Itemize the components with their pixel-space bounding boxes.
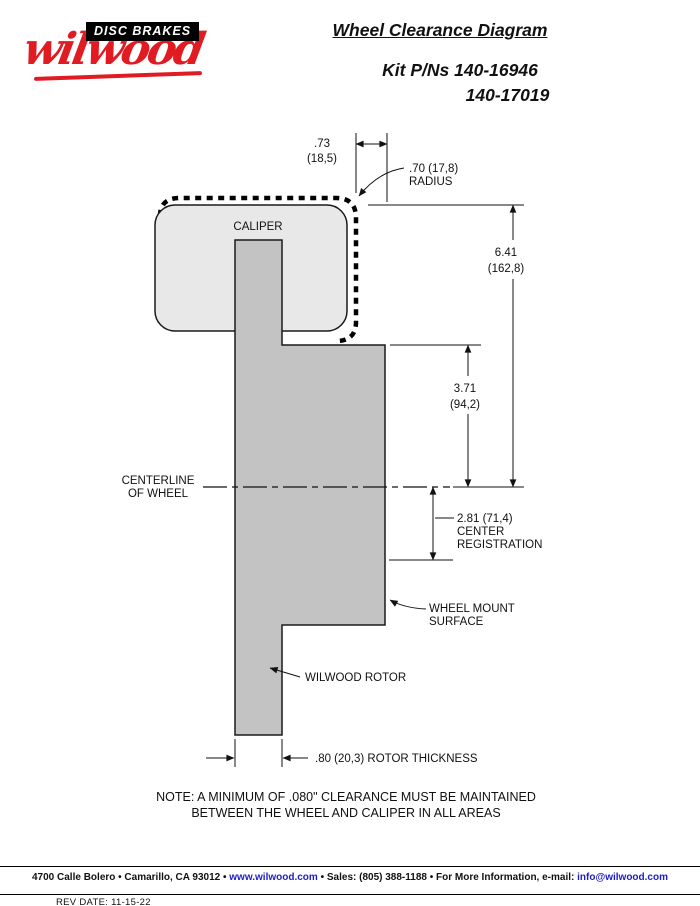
center-reg-label-line1: CENTER — [457, 526, 504, 538]
caliper-label: CALIPER — [233, 221, 282, 233]
dim-mid-mm: (94,2) — [450, 399, 480, 411]
dim-rotor-thickness: .80 (20,3) ROTOR THICKNESS — [206, 739, 478, 767]
centerline-label-line1: CENTERLINE — [122, 475, 195, 487]
note-line1: NOTE: A MINIMUM OF .080" CLEARANCE MUST … — [156, 790, 536, 804]
rotor-label: WILWOOD ROTOR — [305, 672, 406, 684]
note-line2: BETWEEN THE WHEEL AND CALIPER IN ALL ARE… — [191, 806, 500, 820]
wheel-mount-label-line2: SURFACE — [429, 616, 484, 628]
centerline-label-line2: OF WHEEL — [128, 488, 189, 500]
radius-label-line2: RADIUS — [409, 176, 453, 188]
email-link[interactable]: info@wilwood.com — [577, 872, 668, 883]
leader-arrow — [389, 599, 427, 610]
dim-overall-in: 6.41 — [495, 247, 517, 259]
footer-divider-top — [0, 866, 700, 867]
dim-mid-height: 3.71 (94,2) — [390, 344, 481, 488]
wheel-clearance-envelope — [157, 195, 359, 344]
website-link[interactable]: www.wilwood.com — [229, 872, 318, 883]
dim-overall-height: 6.41 (162,8) — [368, 204, 525, 488]
footer-address-part1: 4700 Calle Bolero • Camarillo, CA 93012 … — [32, 872, 227, 883]
dim-center-registration: 2.81 (71,4) CENTER REGISTRATION — [389, 486, 542, 561]
rev-date: REV DATE: 11-15-22 — [56, 897, 151, 906]
rotor-thickness-label: .80 (20,3) ROTOR THICKNESS — [315, 753, 478, 765]
dim-overall-mm: (162,8) — [488, 263, 525, 275]
footer-divider-bottom — [0, 894, 700, 895]
rev-date-label: REV DATE: — [56, 897, 109, 906]
leader-arrow — [269, 666, 301, 678]
leader-arrow — [358, 167, 405, 197]
wheel-mount-callout: WHEEL MOUNT SURFACE — [389, 599, 515, 628]
radius-label-line1: .70 (17,8) — [409, 163, 458, 175]
brand-tagline: DISC BRAKES — [86, 22, 200, 41]
rotor-callout: WILWOOD ROTOR — [269, 666, 406, 684]
footer-address-part2: • Sales: (805) 388-1188 • For More Infor… — [320, 872, 575, 883]
kit-number-line1: Kit P/Ns 140-16946 — [382, 60, 538, 80]
footer-address: 4700 Calle Bolero • Camarillo, CA 93012 … — [0, 872, 700, 883]
dim-caliper-overhang: .73 (18,5) — [307, 133, 388, 202]
wheel-mount-label-line1: WHEEL MOUNT — [429, 603, 515, 615]
rotor-shape — [234, 239, 386, 736]
center-reg-label-line2: REGISTRATION — [457, 539, 542, 551]
dim-mid-in: 3.71 — [454, 383, 476, 395]
dim-top-mm: (18,5) — [307, 153, 337, 165]
kit-number-line2: 140-17019 — [465, 85, 550, 105]
rev-date-value: 11-15-22 — [111, 897, 151, 906]
page-title: Wheel Clearance Diagram — [332, 20, 548, 40]
radius-callout: .70 (17,8) RADIUS — [358, 163, 458, 197]
dim-top-in: .73 — [314, 138, 330, 150]
center-reg-value: 2.81 (71,4) — [457, 513, 513, 525]
